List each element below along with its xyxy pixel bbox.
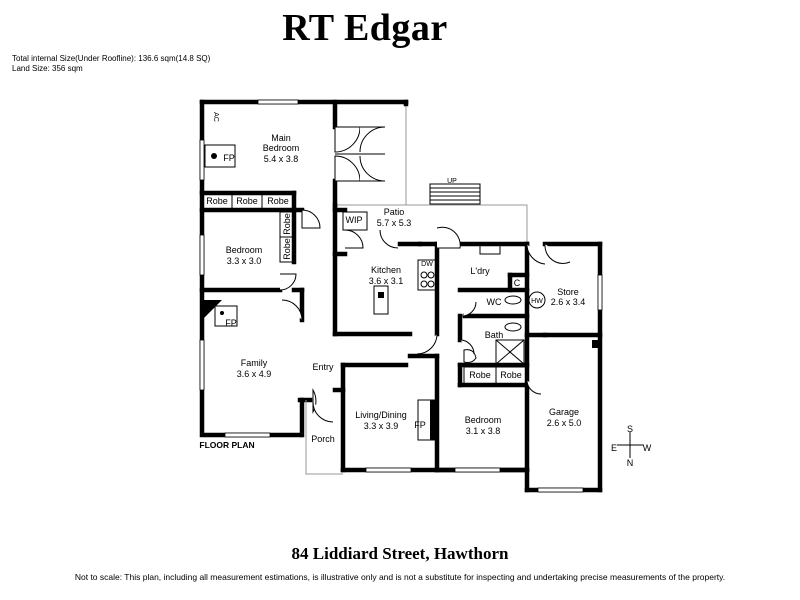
robe-label: Robe	[267, 196, 289, 206]
bath-label: Bath	[485, 330, 504, 340]
stairs-up-label: UP	[447, 178, 457, 185]
robe-label: Robe	[469, 370, 491, 380]
windows	[199, 99, 603, 493]
robe-label: Robe	[282, 213, 292, 235]
store-size: 2.6 x 3.4	[551, 297, 586, 307]
living-size: 3.3 x 3.9	[364, 421, 399, 431]
fp-label: FP	[225, 318, 237, 328]
robe-label: Robe	[500, 370, 522, 380]
main-bedroom-name-line1: Main	[271, 133, 291, 143]
compass-west: W	[643, 443, 652, 453]
garage-size: 2.6 x 5.0	[547, 418, 582, 428]
wc-label: WC	[487, 297, 502, 307]
fixture-labels: Robe Robe Robe Robe Robe Robe Robe FP FP…	[199, 112, 543, 450]
room-labels: Main Bedroom 5.4 x 3.8 Bedroom 3.3 x 3.0…	[226, 133, 586, 436]
dishwasher-label: DW	[421, 261, 433, 268]
bedroom2-name: Bedroom	[226, 245, 263, 255]
cupboard-label: C	[514, 278, 521, 288]
living-name: Living/Dining	[355, 410, 407, 420]
patio-outline	[335, 102, 528, 244]
robes	[201, 192, 527, 385]
main-bedroom-size: 5.4 x 3.8	[264, 154, 299, 164]
bedroom3-size: 3.1 x 3.8	[466, 426, 501, 436]
compass-north: N	[627, 458, 634, 468]
kitchen-size: 3.6 x 3.1	[369, 276, 404, 286]
ac-label: AC	[212, 112, 219, 122]
main-bedroom-name-line2: Bedroom	[263, 143, 300, 153]
family-name: Family	[241, 358, 268, 368]
family-size: 3.6 x 4.9	[237, 369, 272, 379]
brand-logo: RT Edgar	[282, 7, 448, 49]
bedroom2-size: 3.3 x 3.0	[227, 256, 262, 266]
store-name: Store	[557, 287, 579, 297]
stairs: UP	[429, 178, 481, 205]
garage-name: Garage	[549, 407, 579, 417]
main-bedroom-fp-icon	[211, 153, 217, 159]
patio-name: Patio	[384, 207, 405, 217]
floor-plan-label: FLOOR PLAN	[199, 440, 254, 450]
property-address: 84 Liddiard Street, Hawthorn	[291, 544, 509, 563]
fp-label: FP	[223, 153, 235, 163]
kitchen-name: Kitchen	[371, 265, 401, 275]
fp-label: FP	[414, 420, 426, 430]
internal-size-text: Total internal Size(Under Roofline): 136…	[12, 54, 211, 63]
land-size-text: Land Size: 356 sqm	[12, 64, 83, 73]
fixtures	[202, 144, 600, 441]
exterior-walls	[199, 99, 603, 493]
porch-outline	[305, 400, 343, 475]
hot-water-label: HW	[531, 298, 543, 305]
robe-label: Robe	[236, 196, 258, 206]
doors	[279, 126, 571, 423]
compass-south: S	[627, 424, 633, 434]
entry-label: Entry	[312, 362, 334, 372]
disclaimer-text: Not to scale: This plan, including all m…	[74, 572, 726, 582]
compass-east: E	[611, 443, 617, 453]
compass: S E W N	[611, 424, 652, 468]
laundry-label: L'dry	[470, 266, 490, 276]
wip-label: WIP	[346, 215, 363, 225]
robe-label: Robe	[282, 238, 292, 260]
bedroom3-name: Bedroom	[465, 415, 502, 425]
patio-size: 5.7 x 5.3	[377, 218, 412, 228]
robe-label: Robe	[206, 196, 228, 206]
property-size-info: Total internal Size(Under Roofline): 136…	[12, 54, 210, 74]
porch-label: Porch	[311, 434, 335, 444]
